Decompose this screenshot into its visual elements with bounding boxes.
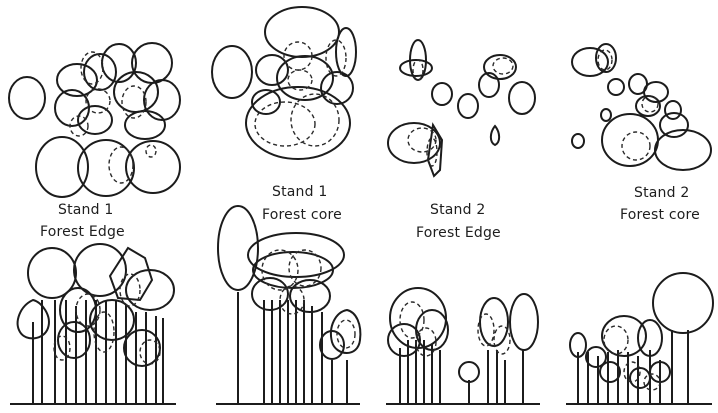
crown <box>110 248 152 300</box>
crown <box>510 294 538 350</box>
crown <box>102 44 136 82</box>
crown <box>252 278 288 310</box>
stand2-core-label-line1: Stand 2 <box>634 185 689 201</box>
understory-crown <box>413 60 423 80</box>
emergent-crown <box>218 206 258 290</box>
stand2-edge-label-line1: Stand 2 <box>430 202 485 218</box>
emergent-crown <box>653 273 713 333</box>
stand1-edge-label-line1: Stand 1 <box>58 202 113 218</box>
crown <box>265 7 339 57</box>
crown <box>336 28 356 76</box>
panel-stand2-edge-profile <box>386 288 540 404</box>
understory-crown <box>642 96 658 112</box>
crown <box>601 109 611 121</box>
understory-crown <box>494 326 510 354</box>
stand1-core-label-line2: Forest core <box>262 207 342 223</box>
crown <box>655 130 711 170</box>
panel-stand1-edge-plan <box>9 43 180 197</box>
crown <box>144 80 180 120</box>
crown <box>608 79 624 95</box>
crown <box>602 316 646 356</box>
crown <box>84 54 116 90</box>
crown <box>400 60 432 76</box>
crown <box>630 368 650 388</box>
crown <box>458 94 478 118</box>
understory-crown <box>622 132 650 160</box>
understory-crown <box>291 94 339 146</box>
crown <box>491 126 499 145</box>
understory-crown <box>400 302 424 338</box>
crown <box>114 72 158 112</box>
stand2-edge-label-line2: Forest Edge <box>416 225 501 241</box>
understory-crown <box>146 145 156 157</box>
crown <box>256 55 288 85</box>
crown <box>124 330 160 366</box>
panel-stand2-core-profile <box>566 273 713 404</box>
understory-crown <box>604 326 628 354</box>
panel-stand1-core-profile <box>216 206 360 404</box>
panel-stand1-edge-profile <box>10 244 176 404</box>
crown <box>432 83 452 105</box>
panel-stand2-edge-plan <box>388 40 535 176</box>
crown <box>572 134 584 148</box>
stand1-edge-label-line2: Forest Edge <box>40 224 125 240</box>
crown <box>36 137 88 197</box>
crown <box>212 46 252 98</box>
panel-stand1-core-plan <box>212 7 356 159</box>
crown <box>459 362 479 382</box>
crown <box>78 106 112 134</box>
understory-crown <box>54 336 70 360</box>
understory-crown <box>493 58 513 74</box>
panel-stand2-core-plan <box>572 44 711 170</box>
crown <box>9 77 45 119</box>
crown <box>246 87 350 159</box>
crown <box>428 125 442 176</box>
crown <box>125 111 165 139</box>
crown <box>660 113 688 137</box>
crown <box>484 55 516 79</box>
stand2-core-label-line2: Forest core <box>620 207 700 223</box>
crown <box>665 101 681 119</box>
stand1-core-label-line1: Stand 1 <box>272 184 327 200</box>
crown <box>509 82 535 114</box>
understory-crown <box>255 102 315 146</box>
